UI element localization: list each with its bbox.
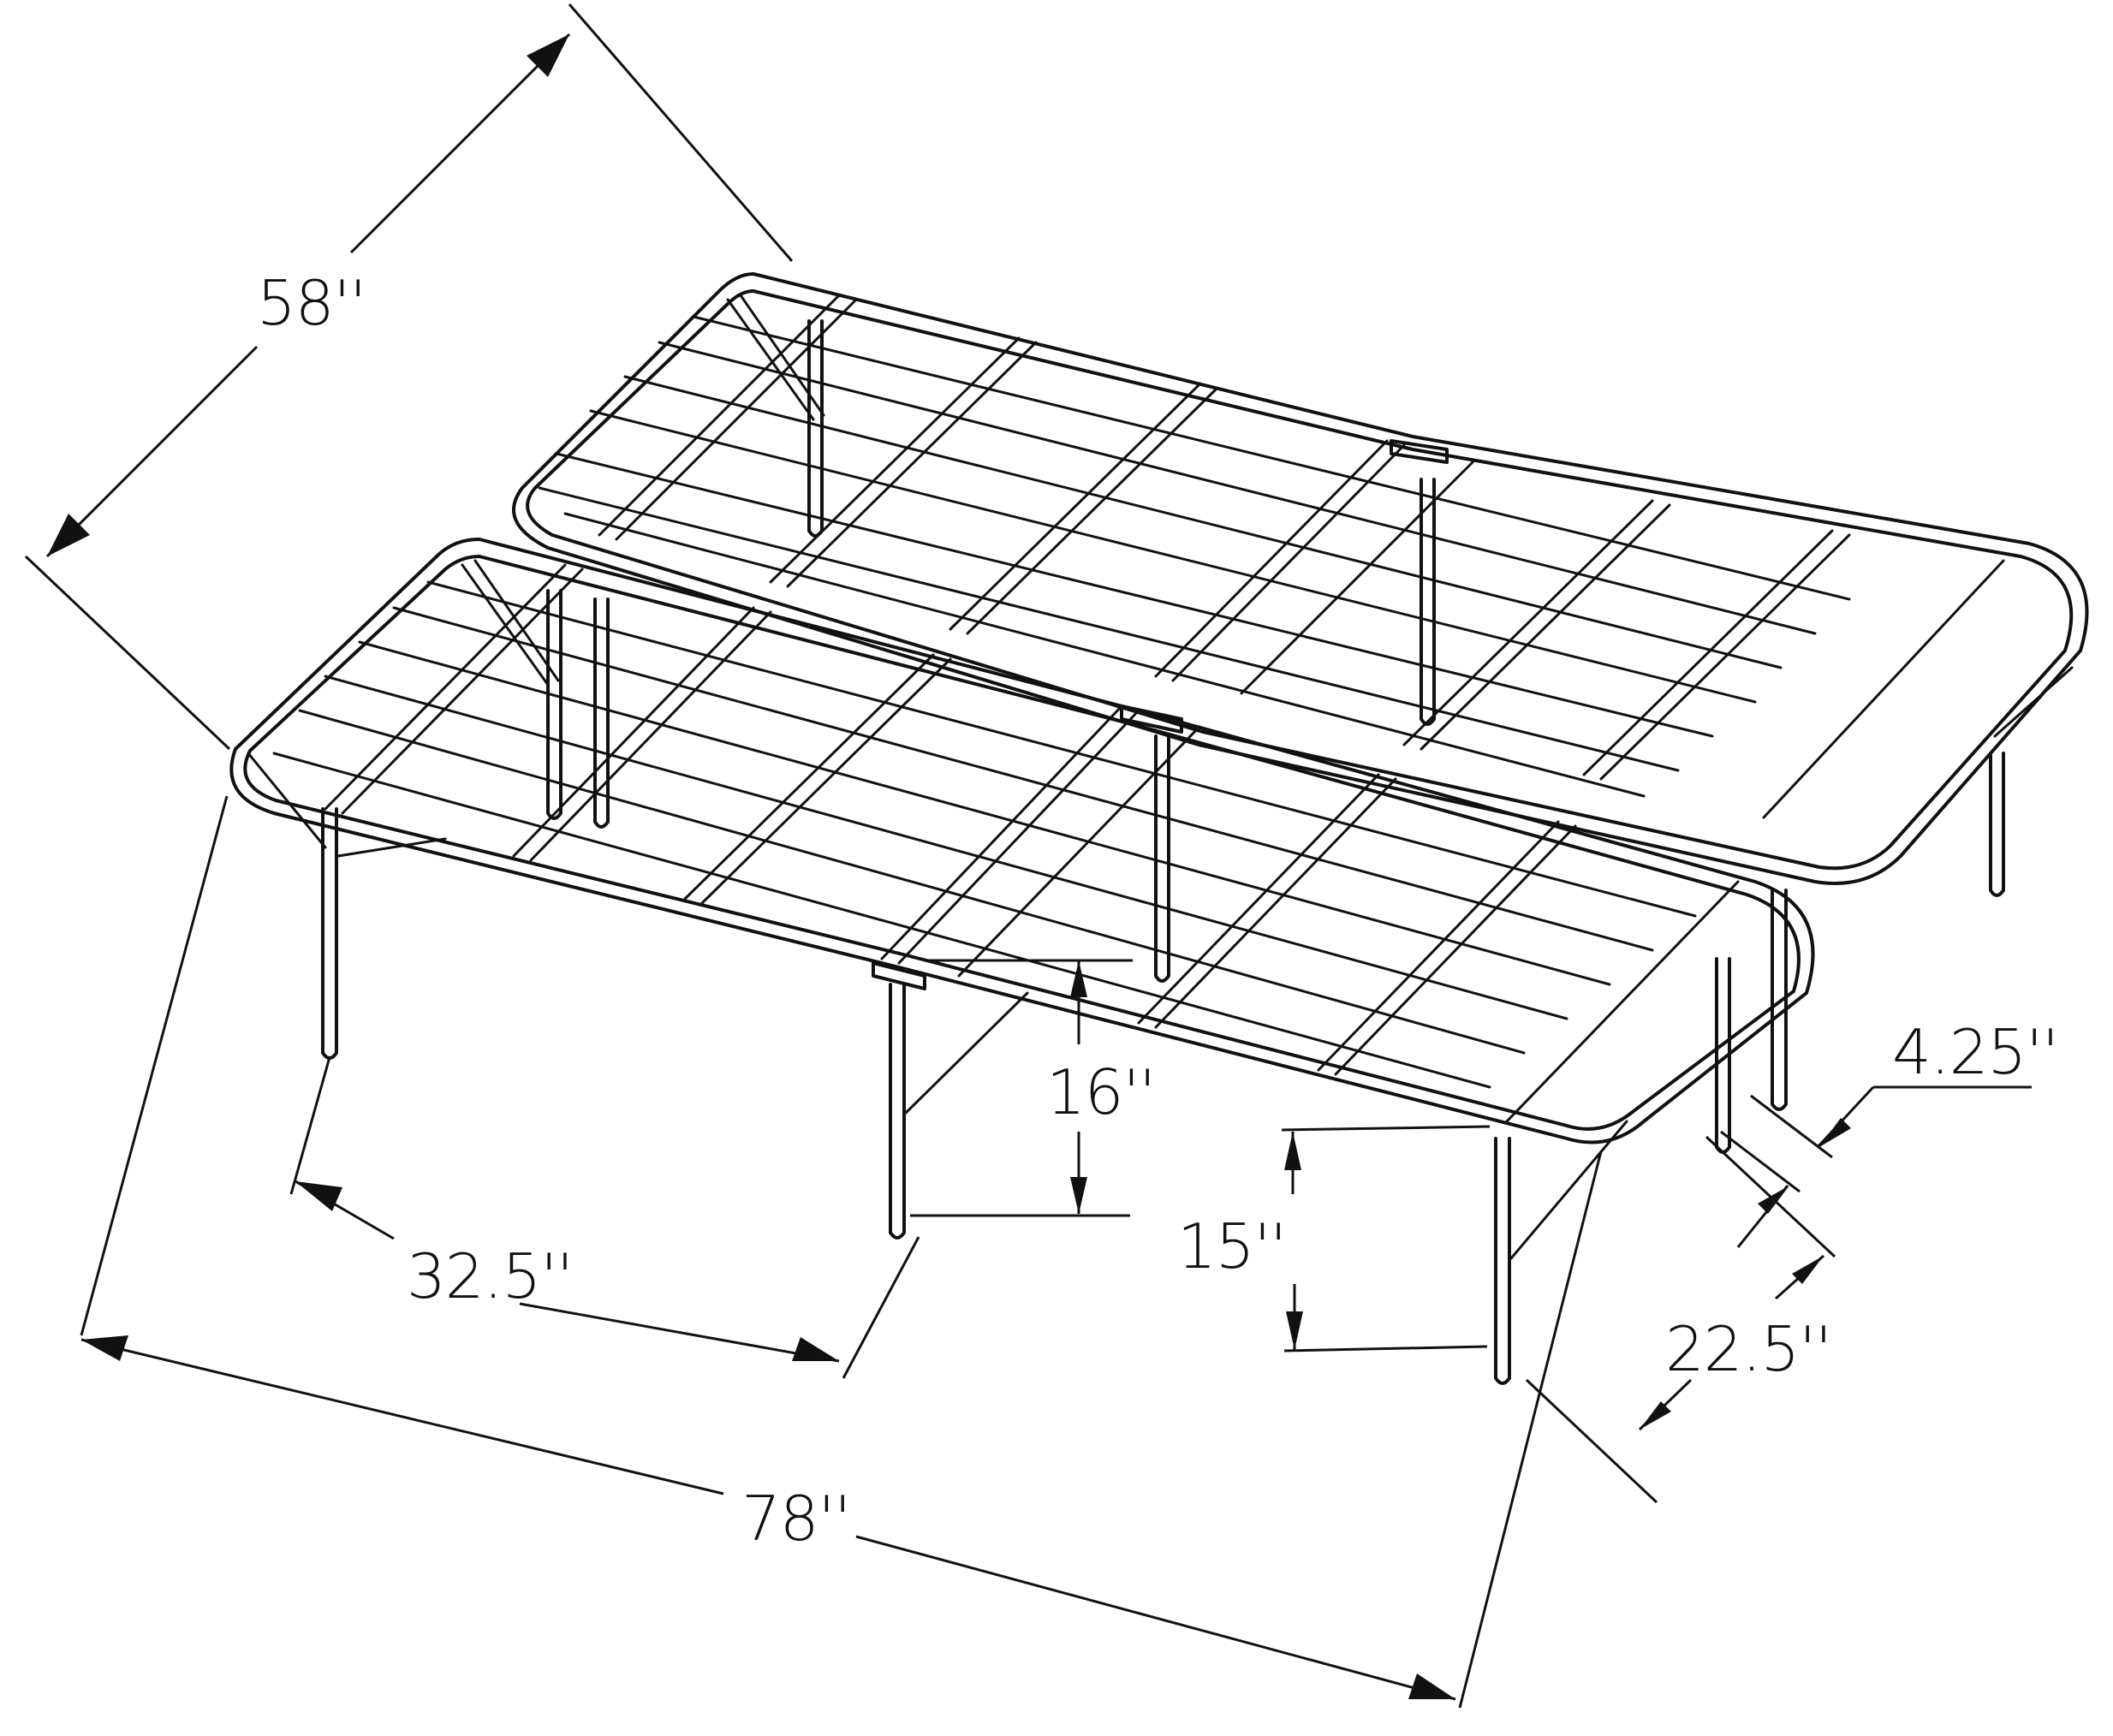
- dimension-frame-height-16: [910, 959, 1133, 1217]
- dimension-center-gap-4-25: [1720, 1085, 2032, 1248]
- dimension-label-half-width: 22.5'': [1665, 1313, 1832, 1385]
- dimension-label-leg-spacing: 32.5'': [407, 1240, 574, 1312]
- dimension-label-frame-height: 16'': [1046, 1056, 1156, 1128]
- dimension-half-width-22-5: [1525, 1135, 1836, 1504]
- dimension-length-78: [80, 795, 1603, 1709]
- dimension-leg-spacing-32-5: [289, 1056, 920, 1379]
- dimension-label-length: 78'': [741, 1483, 851, 1555]
- dimension-label-width: 58'': [257, 267, 366, 339]
- dimension-label-leg-clearance: 15'': [1177, 1210, 1287, 1282]
- dimension-leg-clearance-15: [1281, 1125, 1491, 1353]
- dimension-label-center-gap: 4.25'': [1892, 1016, 2059, 1088]
- dimension-width-58: [24, 3, 794, 751]
- back-frame-panel: [512, 272, 2089, 1111]
